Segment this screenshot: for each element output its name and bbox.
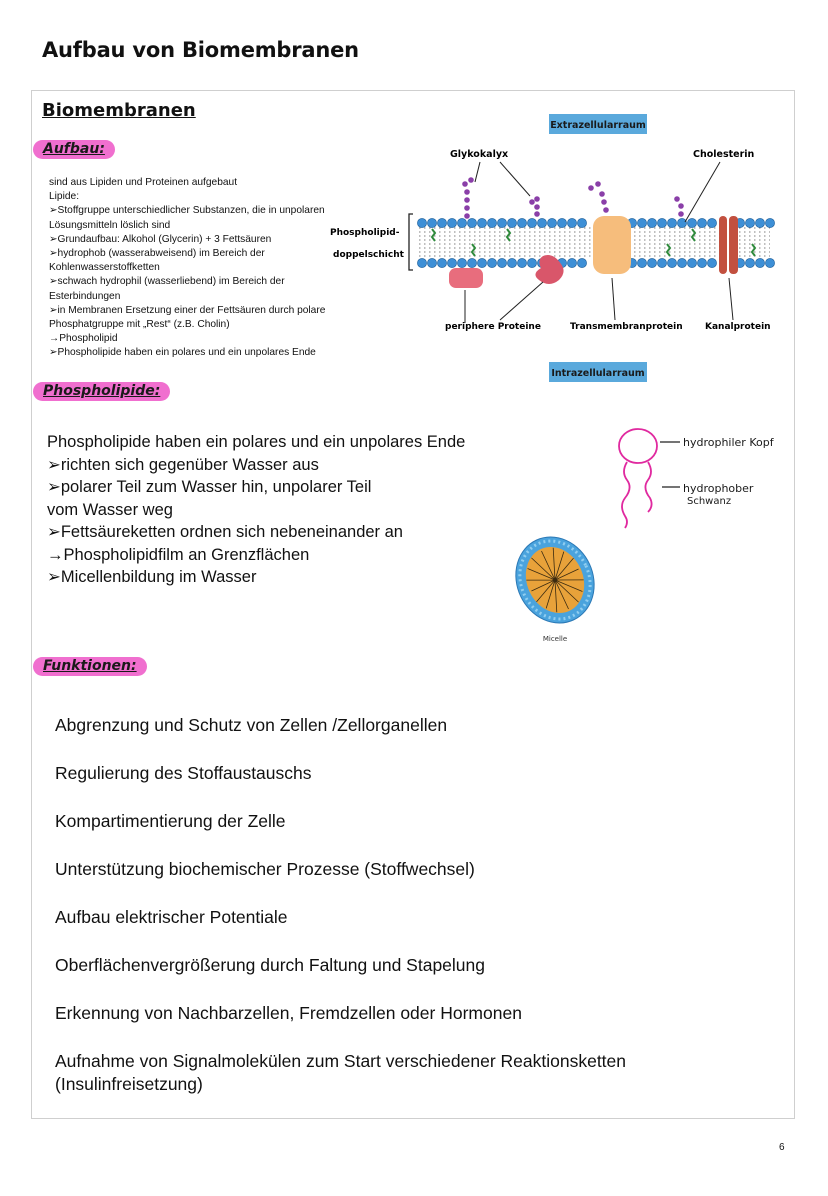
hydrophobic-tail-label-line2: Schwanz bbox=[687, 496, 731, 507]
phospholipid-line: vom Wasser weg bbox=[47, 500, 173, 519]
section-pill-funktionen: Funktionen: bbox=[33, 657, 147, 676]
content-card bbox=[31, 90, 795, 1119]
phospholipid-text-block: Phospholipide haben ein polares und ein … bbox=[47, 431, 527, 589]
aufbau-line: ➢schwach hydrophil (wasserliebend) im Be… bbox=[49, 276, 285, 288]
channel-protein-label: Kanalprotein bbox=[705, 322, 771, 332]
aufbau-line: Esterbindungen bbox=[49, 290, 121, 302]
phospholipid-line: ➢Micellenbildung im Wasser bbox=[47, 568, 257, 586]
cholesterol-label: Cholesterin bbox=[693, 149, 755, 160]
peripheral-proteins-label: periphere Proteine bbox=[445, 322, 541, 332]
page-number: 6 bbox=[779, 1142, 785, 1153]
phospholipid-line: ➢Fettsäureketten ordnen sich nebeneinand… bbox=[47, 523, 403, 541]
phospholipid-line: ➢polarer Teil zum Wasser hin, unpolarer … bbox=[47, 478, 372, 496]
aufbau-line: Kohlenwasserstoffketten bbox=[49, 262, 160, 274]
section-pill-aufbau: Aufbau: bbox=[33, 140, 115, 159]
function-item: Erkennung von Nachbarzellen, Fremdzellen… bbox=[55, 1003, 522, 1023]
transmembrane-protein-shape bbox=[593, 216, 631, 274]
aufbau-line: ➢hydrophob (wasserabweisend) im Bereich … bbox=[49, 248, 265, 260]
aufbau-line: ➢Stoffgruppe unterschiedlicher Substanze… bbox=[49, 205, 325, 217]
micelle-illustration: Micelle bbox=[515, 536, 595, 643]
hydrophobic-tail-right bbox=[644, 461, 653, 513]
aufbau-line: ➢Phospholipide haben ein polares und ein… bbox=[49, 347, 316, 359]
function-item: Kompartimentierung der Zelle bbox=[55, 811, 286, 831]
micelle-caption: Micelle bbox=[543, 635, 567, 643]
extracellular-label: Extrazellularraum bbox=[550, 120, 646, 131]
function-item-continuation: (Insulinfreisetzung) bbox=[55, 1074, 203, 1094]
function-item: Aufnahme von Signalmolekülen zum Start v… bbox=[55, 1051, 627, 1071]
channel-protein-right bbox=[729, 216, 738, 274]
phospholipid-sketch: hydrophiler Kopf hydrophober Schwanz bbox=[618, 428, 775, 529]
hydrophilic-head-label: hydrophiler Kopf bbox=[683, 436, 775, 449]
membrane-diagram: Extrazellularraum Intrazellularraum Glyk… bbox=[330, 114, 775, 382]
glycocalyx-label: Glykokalyx bbox=[450, 149, 508, 160]
function-item: Regulierung des Stoffaustauschs bbox=[55, 763, 312, 783]
aufbau-text-block: sind aus Lipiden und Proteinen aufgebaut… bbox=[49, 176, 379, 361]
hydrophobic-tail-left bbox=[621, 461, 631, 529]
extracellular-label-box bbox=[549, 114, 647, 134]
page-title: Aufbau von Biomembranen bbox=[42, 38, 359, 62]
aufbau-line: Lösungsmitteln löslich sind bbox=[49, 219, 171, 231]
aufbau-line: Phosphatgruppe mit „Rest“ (z.B. Cholin) bbox=[49, 319, 230, 331]
phospholipid-line: ➢richten sich gegenüber Wasser aus bbox=[47, 455, 319, 474]
bilayer-label-line2: doppelschicht bbox=[333, 250, 405, 260]
bilayer-bracket bbox=[408, 213, 413, 271]
transmembrane-protein-label: Transmembranprotein bbox=[570, 322, 683, 332]
hydrophilic-head-shape bbox=[618, 428, 658, 464]
section-pill-phospholipide: Phospholipide: bbox=[33, 382, 171, 401]
channel-protein-left bbox=[719, 216, 727, 274]
aufbau-line: ➢in Membranen Ersetzung einer der Fettsä… bbox=[49, 304, 326, 316]
phospholipid-line: →Phospholipidfilm an Grenzflächen bbox=[47, 545, 310, 564]
aufbau-line: →Phospholipid bbox=[49, 333, 118, 345]
bilayer-label-line1: Phospholipid- bbox=[330, 228, 400, 238]
intracellular-label: Intrazellularraum bbox=[551, 368, 644, 379]
function-item: Unterstützung biochemischer Prozesse (St… bbox=[55, 859, 475, 879]
peripheral-protein-right bbox=[535, 255, 564, 284]
function-item: Abgrenzung und Schutz von Zellen /Zellor… bbox=[55, 715, 448, 735]
phospholipid-line: Phospholipide haben ein polares und ein … bbox=[47, 433, 466, 451]
aufbau-line: Lipide: bbox=[49, 191, 80, 203]
aufbau-line: sind aus Lipiden und Proteinen aufgebaut bbox=[49, 177, 238, 188]
card-title: Biomembranen bbox=[42, 100, 196, 121]
function-item: Oberflächenvergrößerung durch Faltung un… bbox=[55, 955, 485, 975]
aufbau-line: ➢Grundaufbau: Alkohol (Glycerin) + 3 Fet… bbox=[49, 233, 272, 245]
hydrophobic-tail-label-line1: hydrophober bbox=[683, 482, 754, 495]
intracellular-label-box bbox=[549, 362, 647, 382]
function-item: Aufbau elektrischer Potentiale bbox=[55, 907, 288, 927]
glycan-chains bbox=[462, 177, 684, 219]
peripheral-protein-left bbox=[449, 268, 483, 288]
